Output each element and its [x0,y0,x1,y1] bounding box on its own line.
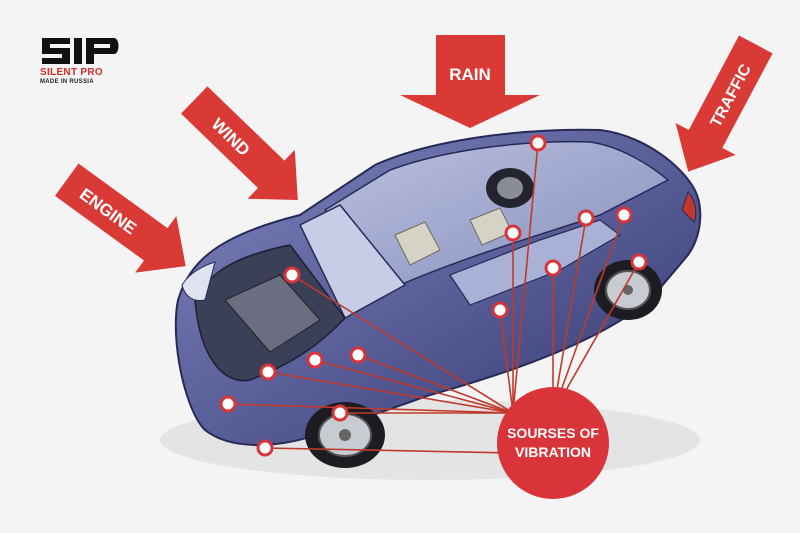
vibration-point-10 [491,301,509,319]
engine-arrow: ENGINE [54,163,186,273]
brand-logo: SILENT PRO MADE IN RUSSIA [40,36,130,86]
vibration-line-8 [512,142,539,414]
vibration-point-3 [306,351,324,369]
wind-arrow: WIND [181,86,298,201]
sip-logo-icon [42,38,119,64]
vibration-line-4 [357,354,514,414]
vibration-line-3 [314,359,514,414]
side-window [449,219,622,306]
vibration-point-1 [283,266,301,284]
vibration-point-9 [504,224,522,242]
headlight [181,261,216,301]
vibration-point-7 [256,439,274,457]
vibration-point-11 [544,259,562,277]
brand-tagline: MADE IN RUSSIA [40,79,94,85]
rain-arrow: RAIN [400,35,540,128]
vibration-lines [227,142,640,454]
vibration-line-1 [291,274,514,414]
seat-front [394,221,441,266]
vibration-point-6 [331,404,349,422]
vibration-line-14 [552,261,640,414]
vibration-point-12 [577,209,595,227]
brand-subtitle: SILENT PRO [40,67,104,78]
vibration-point-2 [259,363,277,381]
vibration-line-10 [499,309,514,414]
vibration-point-14 [630,253,648,271]
vibration-line-12 [552,217,587,414]
vibration-point-5 [219,395,237,413]
vibration-line-2 [267,371,514,414]
vibration-line-7 [264,447,514,454]
taillight [681,191,697,223]
vibration-line-5 [227,403,514,414]
center-label-line2: VIBRATION [515,444,591,460]
vibration-point-13 [615,206,633,224]
vibration-point-4 [349,346,367,364]
vibration-sources-badge: SOURSES OF VIBRATION [497,387,609,499]
windshield [299,204,407,320]
rain-label: RAIN [449,65,491,84]
vibration-line-13 [552,214,625,414]
front-wheel [305,402,385,468]
engine-block [224,274,321,353]
center-label-line1: SOURSES OF [507,425,599,441]
vibration-point-8 [529,134,547,152]
traffic-arrow: TRAFFIC [675,35,773,172]
rear-wheel-interior [486,168,534,208]
vibration-circle [497,387,609,499]
vibration-points [219,134,648,457]
car-illustration [174,128,702,468]
